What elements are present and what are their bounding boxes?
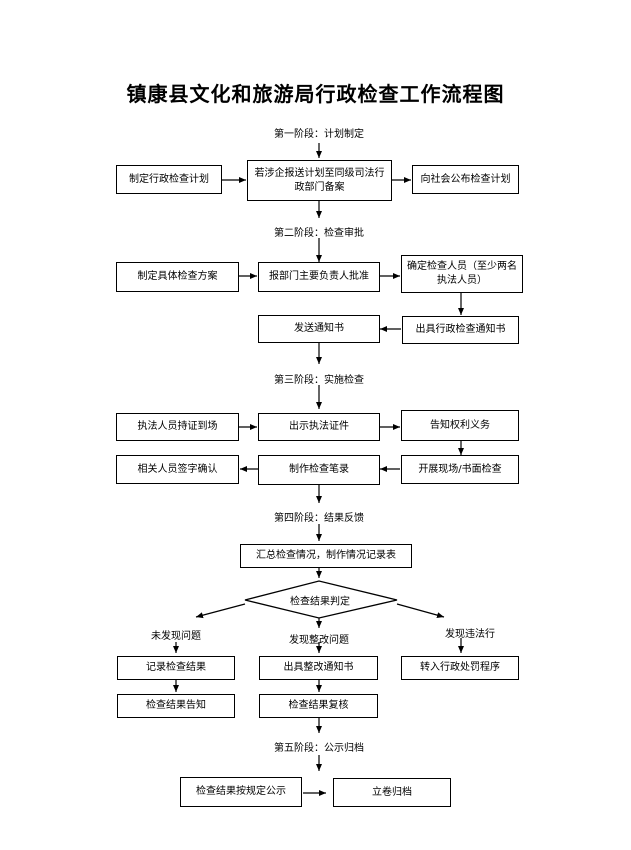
arrow-judge-to-illegal — [396, 603, 445, 619]
judge-diamond — [244, 580, 398, 619]
box-review: 检查结果复核 — [259, 694, 378, 718]
box-send-notice: 发送通知书 — [258, 315, 380, 343]
stage-5-label: 第五阶段：公示归档 — [274, 743, 364, 754]
box-publish: 向社会公布检查计划 — [412, 165, 519, 194]
branch-none-label: 未发现问题 — [151, 631, 201, 642]
stage-4-label: 第四阶段：结果反馈 — [274, 513, 364, 524]
stage-2-label: 第二阶段：检查审批 — [274, 228, 364, 239]
box-onsite: 执法人员持证到场 — [116, 413, 239, 441]
box-archive: 立卷归档 — [333, 778, 451, 807]
box-rectify-notice: 出具整改通知书 — [259, 656, 378, 680]
box-confirm: 确定检查人员（至少两名执法人员） — [401, 255, 523, 293]
box-scheme: 制定具体检查方案 — [116, 262, 239, 292]
box-sign: 相关人员签字确认 — [116, 455, 239, 484]
box-report: 若涉企报送计划至同级司法行政部门备案 — [247, 160, 392, 201]
box-inform: 告知权利义务 — [401, 410, 519, 441]
box-publicize: 检查结果按规定公示 — [180, 777, 302, 807]
judge-label: 检查结果判定 — [290, 596, 350, 608]
arrow-judge-to-none — [195, 603, 246, 619]
box-summary: 汇总检查情况，制作情况记录表 — [240, 544, 412, 568]
page-title: 镇康县文化和旅游局行政检查工作流程图 — [126, 82, 505, 106]
branch-rectify-label: 发现整改问题 — [289, 635, 349, 646]
box-check: 开展现场/书面检查 — [401, 455, 519, 484]
stage-3-label: 第三阶段：实施检查 — [274, 375, 364, 386]
box-issue-notice: 出具行政检查通知书 — [402, 316, 519, 344]
stage-1-label: 第一阶段：计划制定 — [274, 129, 364, 140]
box-notify-result: 检查结果告知 — [117, 694, 235, 718]
branch-illegal-label: 发现违法行 — [445, 629, 495, 640]
box-record-result: 记录检查结果 — [117, 656, 235, 680]
box-show-cert: 出示执法证件 — [258, 413, 380, 441]
box-approve: 报部门主要负责人批准 — [258, 262, 380, 292]
box-record: 制作检查笔录 — [258, 455, 380, 485]
box-plan: 制定行政检查计划 — [116, 165, 222, 194]
box-penalty: 转入行政处罚程序 — [401, 656, 519, 680]
